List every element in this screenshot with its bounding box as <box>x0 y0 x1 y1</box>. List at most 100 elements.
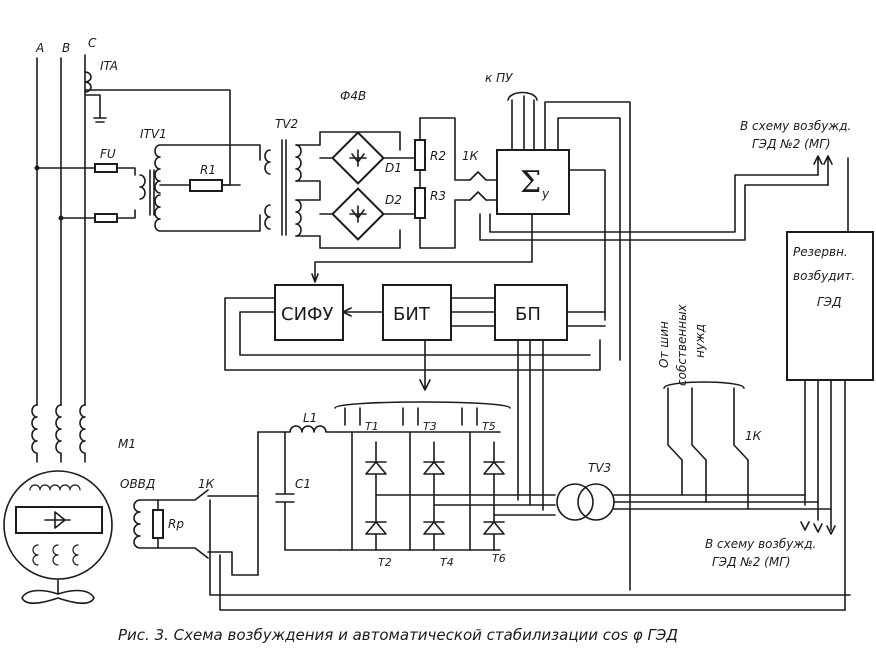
bridge-wires <box>319 157 421 215</box>
fuses-fu: FU <box>34 147 136 223</box>
own-needs-note: От шин собственных нужд 1К <box>657 303 762 510</box>
bridge-ac-wires <box>375 494 556 516</box>
tv2-label: TV2 <box>275 117 298 131</box>
motor-m1: M1 <box>3 437 136 605</box>
sum-symbol: Σ <box>520 165 541 200</box>
phase-a-label: A <box>35 41 44 55</box>
motor-circle <box>3 470 113 580</box>
gate-leads <box>344 407 478 426</box>
sifu-feedback-wires <box>224 297 601 371</box>
thyristor-t1-icon <box>365 461 387 475</box>
fuse-bottom <box>94 213 118 223</box>
bp-right-wires <box>566 311 606 327</box>
sum-subscript: у <box>541 187 550 201</box>
own-needs-wires <box>681 459 749 510</box>
rotor-coil-right <box>72 544 79 566</box>
down-arrows-icon <box>800 521 836 535</box>
fu-to-itv1-wire <box>116 167 136 219</box>
own-needs-line3: нужд <box>693 324 707 358</box>
k-right-label: 1К <box>745 429 762 443</box>
resistor-r3 <box>414 187 426 219</box>
ita-label: ITA <box>100 59 118 73</box>
t2-label: Т2 <box>378 556 392 569</box>
pu-brace <box>507 91 538 101</box>
tv2-primary <box>264 149 271 230</box>
phase-b-label: B <box>62 41 70 55</box>
tv3-winding-left <box>556 483 594 521</box>
thyristor-t3-icon <box>423 461 445 475</box>
filter-l1-c1: L1 C1 <box>257 411 341 576</box>
t6-label: Т6 <box>492 552 506 565</box>
d2-label: D2 <box>385 193 402 207</box>
t3-label: Т3 <box>423 420 437 433</box>
rectifier-f4v: Ф4В D1 D2 <box>319 89 421 241</box>
winding-a <box>31 404 38 463</box>
rotor-diode-icon <box>44 511 71 529</box>
winding-b <box>55 404 62 463</box>
tv2-secondary <box>295 144 302 237</box>
k-pu-label: к ПУ <box>485 71 513 85</box>
r2-label: R2 <box>430 149 446 163</box>
phase-c-label: C <box>88 36 97 50</box>
sifu-block <box>274 284 344 341</box>
figure-caption: Рис. 3. Схема возбуждения и автоматическ… <box>118 626 678 644</box>
tv3-output-wires <box>613 494 832 510</box>
phase-buses: A B C <box>31 36 97 463</box>
bottom-right-note-line2: ГЭД №2 (МГ) <box>712 555 791 569</box>
l1-label: L1 <box>303 411 317 425</box>
own-needs-line1: От шин <box>657 321 671 368</box>
transformer-tv2: TV2 <box>264 117 401 249</box>
bottom-right-note-line1: В схему возбужд. <box>705 537 816 551</box>
fuse-top <box>94 163 118 173</box>
reserve-line1: Резервн. <box>793 245 848 259</box>
own-needs-contacts <box>667 387 749 461</box>
winding-c <box>79 404 86 463</box>
bit-label: БИТ <box>393 304 431 325</box>
junction-dot <box>58 215 64 221</box>
bit-to-sifu-arrow <box>342 307 384 317</box>
transformer-itv1: ITV1 R1 <box>139 127 261 232</box>
arrow-icon <box>311 273 319 283</box>
thyristor-t4-icon <box>423 521 445 535</box>
fu-label: FU <box>100 147 116 161</box>
junction-dot <box>34 165 40 171</box>
d1-label: D1 <box>385 161 402 175</box>
bit-block <box>382 284 452 341</box>
divider-wires <box>419 117 471 249</box>
top-right-note-line1: В схему возбужд. <box>740 119 851 133</box>
k-top-label: 1К <box>462 149 479 163</box>
bridge-lower-diode-icon <box>349 205 367 223</box>
thyristor-t6-icon <box>483 521 505 535</box>
control-blocks: СИФУ БИТ БП <box>224 284 606 511</box>
field-winding-ovvd: ОВВД 1К Rр <box>120 477 851 611</box>
resistor-rp <box>152 509 164 539</box>
tv3-label: ТV3 <box>588 461 611 475</box>
top-right-note-line2: ГЭД №2 (МГ) <box>752 137 831 151</box>
resistor-r1 <box>189 179 223 192</box>
pu-wires <box>511 95 535 151</box>
c1-label: C1 <box>295 477 311 491</box>
sum-to-sifu-wire <box>314 213 533 281</box>
bit-bp-wires <box>450 297 496 327</box>
k-top-contacts <box>469 171 498 201</box>
transformer-tv3: ТV3 <box>556 461 832 521</box>
gate-brace <box>334 401 511 409</box>
thyristor-bridge: Т1 Т3 Т5 Т2 Т4 Т6 <box>334 401 556 569</box>
k-ovvd-label: 1К <box>198 477 215 491</box>
t4-label: Т4 <box>440 556 454 569</box>
sum-to-reserve-wires <box>479 174 829 241</box>
bridge-rails <box>339 431 501 551</box>
bridge-upper-diode-icon <box>349 149 367 167</box>
ovvd-label: ОВВД <box>120 477 155 491</box>
summator-block: к ПУ Σ у <box>311 71 829 591</box>
inductor-l1 <box>257 425 341 433</box>
thyristor-t5-icon <box>483 461 505 475</box>
note-bottom-right: В схему возбужд. ГЭД №2 (МГ) <box>705 521 836 569</box>
contacts-1k-top: 1К <box>462 149 498 201</box>
rotor-coil-mid <box>52 544 59 566</box>
up-arrows-icon <box>813 155 833 186</box>
bp-label: БП <box>515 304 541 325</box>
t1-label: Т1 <box>365 420 379 433</box>
